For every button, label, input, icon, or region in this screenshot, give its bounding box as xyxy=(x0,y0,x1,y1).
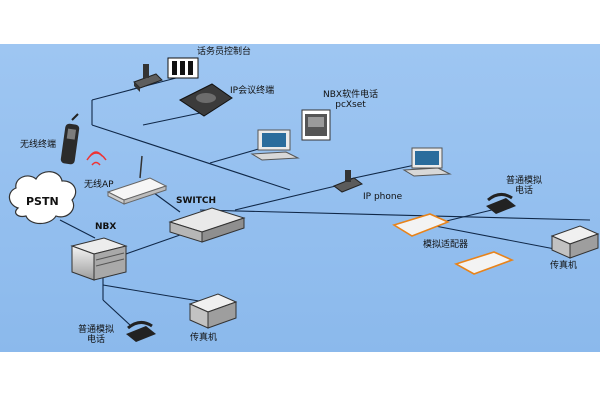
label-analog-adapter: 模拟适配器 xyxy=(423,240,469,250)
link-nbx-switch xyxy=(122,234,181,256)
label-nbx: NBX xyxy=(95,222,117,232)
switch-icon xyxy=(168,207,246,243)
label-operator-console: 话务员控制台 xyxy=(197,47,252,57)
label-analog-phone-bottom-line1: 普通模拟 xyxy=(78,325,115,335)
label-fax-bottom: 传真机 xyxy=(190,333,218,343)
link-nbx-phone xyxy=(102,299,131,326)
wireless-ap-icon xyxy=(106,155,168,205)
analog-adapter-top-icon xyxy=(392,213,451,237)
label-nbx-softphone: NBX软件电话 pcXset xyxy=(323,90,378,110)
analog-phone-bottom-icon xyxy=(126,321,156,342)
link-pc-softphone xyxy=(209,147,263,164)
diagram-background xyxy=(0,44,600,352)
link-pstn-nbx xyxy=(59,219,96,239)
link-switch-ipphone xyxy=(234,184,341,211)
label-wireless-ap: 无线AP xyxy=(84,180,114,190)
pc-softphone-icon xyxy=(250,109,331,161)
ip-phone-icon xyxy=(332,170,364,193)
label-analog-phone-bottom: 普通模拟 电话 xyxy=(78,325,114,345)
pstn-cloud-icon xyxy=(8,171,77,225)
label-nbx-softphone-line1: NBX软件电话 xyxy=(323,90,379,100)
label-analog-phone-right-line2: 电话 xyxy=(515,186,534,196)
backbone-mid xyxy=(91,124,291,191)
label-nbx-softphone-line2: pcXset xyxy=(335,100,366,110)
ip-conference-icon xyxy=(179,83,233,117)
label-ip-phone: IP phone xyxy=(363,192,403,202)
fax-right-icon xyxy=(550,225,600,259)
connection-lines xyxy=(59,77,591,326)
fax-bottom-icon xyxy=(188,293,238,329)
label-pstn: PSTN xyxy=(26,195,59,208)
label-wireless-terminal: 无线终端 xyxy=(20,140,57,150)
wireless-signal-icon xyxy=(86,151,107,166)
link-adapter-bottom xyxy=(429,224,561,251)
nbx-server-icon xyxy=(70,237,128,281)
label-analog-phone-right: 普通模拟 电话 xyxy=(506,176,542,196)
label-fax-right: 传真机 xyxy=(550,261,578,271)
pc-right-icon xyxy=(402,147,452,177)
label-analog-phone-bottom-line2: 电话 xyxy=(87,335,106,345)
analog-adapter-bottom-icon xyxy=(453,251,515,275)
label-analog-phone-right-line1: 普通模拟 xyxy=(506,176,543,186)
link-ipphone-pc xyxy=(344,164,416,181)
link-nbx-fax xyxy=(102,284,206,303)
operator-console-icon xyxy=(133,57,199,92)
label-switch: SWITCH xyxy=(176,196,217,206)
link-conference xyxy=(142,111,206,126)
label-ip-conference: IP会议终端 xyxy=(230,86,275,96)
backbone-long xyxy=(199,209,591,221)
analog-phone-right-icon xyxy=(486,193,516,214)
wireless-handset-icon xyxy=(60,113,80,165)
